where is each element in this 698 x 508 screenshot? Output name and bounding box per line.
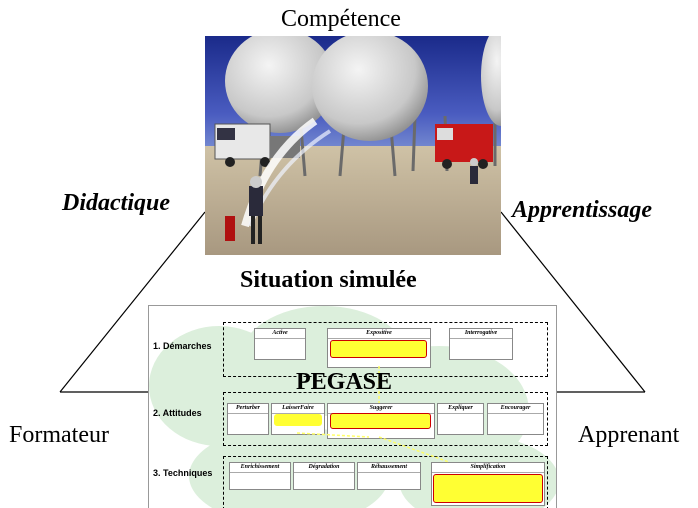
node-interrogative: Interrogative xyxy=(449,328,513,360)
pegase-diagram: 1. Démarches Active Expositive Interroga… xyxy=(148,305,557,508)
node-degradation: Dégradation xyxy=(293,462,355,490)
pegase-title: PEGASE xyxy=(296,369,393,395)
node-expliquer: Expliquer xyxy=(437,403,484,435)
simulation-scene-image xyxy=(205,36,501,255)
node-active: Active xyxy=(254,328,306,360)
label-situation-simulee: Situation simulée xyxy=(240,267,417,293)
row-attitudes xyxy=(223,392,548,446)
row-label-attitudes: 2. Attitudes xyxy=(153,408,202,418)
pegase-connectors xyxy=(296,366,450,463)
row-label-demarches: 1. Démarches xyxy=(153,341,212,351)
node-perturber: Perturber xyxy=(227,403,269,435)
label-didactique: Didactique xyxy=(62,190,170,216)
row-demarches xyxy=(223,322,548,377)
label-apprentissage: Apprentissage xyxy=(512,197,653,223)
simplification-highlight xyxy=(433,474,543,503)
label-apprenant: Apprenant xyxy=(578,422,680,448)
node-encourager: Encourager xyxy=(487,403,544,435)
row-label-techniques: 3. Techniques xyxy=(153,468,213,478)
laisserfaire-highlight xyxy=(274,414,322,426)
suggerer-highlight xyxy=(330,413,431,429)
label-competence: Compétence xyxy=(281,6,401,32)
node-rehaussement: Réhaussement xyxy=(357,462,421,490)
node-enrichissement: Enrichissement xyxy=(229,462,291,490)
row-techniques xyxy=(223,456,548,508)
label-formateur: Formateur xyxy=(9,422,109,448)
expositive-highlight xyxy=(330,340,427,358)
